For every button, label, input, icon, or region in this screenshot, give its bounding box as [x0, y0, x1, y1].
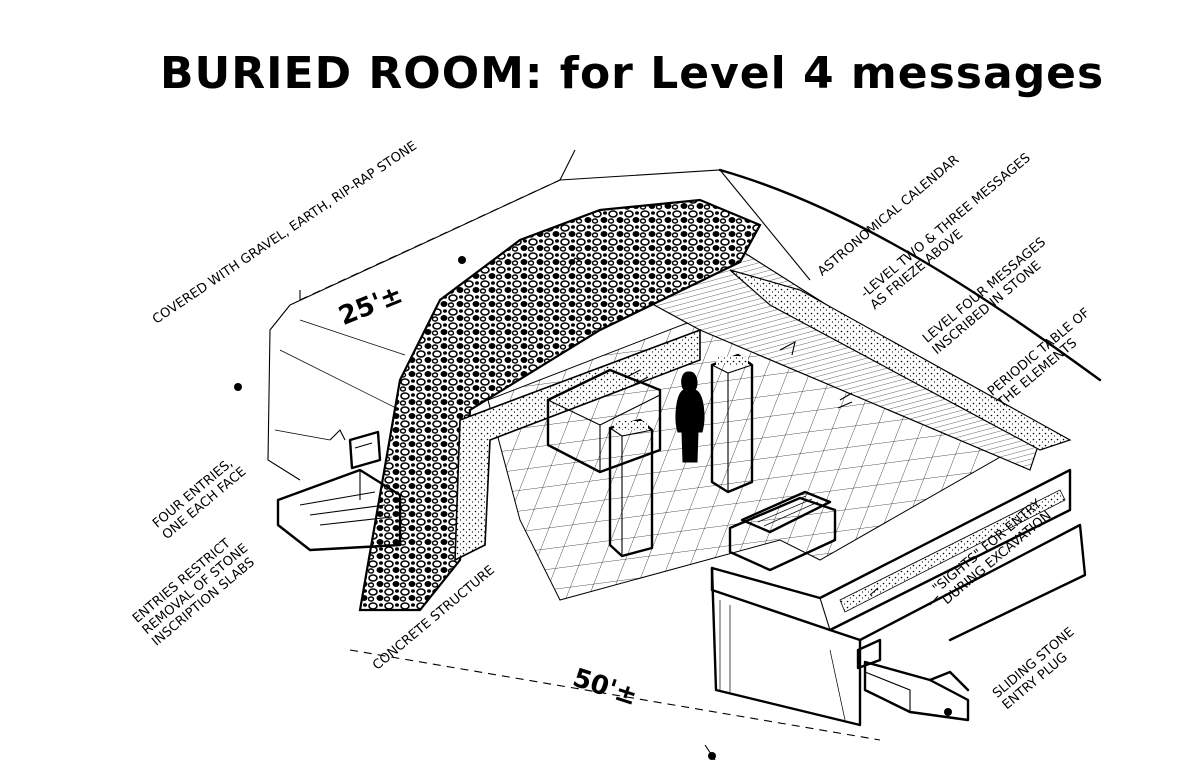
frieze-top	[729, 269, 1072, 451]
sliding-stone-plug	[856, 638, 970, 722]
front-wall-block	[710, 468, 1087, 727]
human-figure	[675, 371, 705, 463]
annotation-marks	[329, 257, 939, 606]
pillar-front	[608, 418, 654, 558]
left-entry-steps	[276, 430, 402, 552]
periodic-table-tablet	[728, 490, 837, 572]
pillar-back	[710, 353, 754, 494]
left-wall	[454, 328, 701, 562]
page-title: BURIED ROOM: for Level 4 messages	[160, 48, 1105, 99]
earth-mass	[267, 168, 1102, 481]
inscription-table	[546, 368, 662, 474]
